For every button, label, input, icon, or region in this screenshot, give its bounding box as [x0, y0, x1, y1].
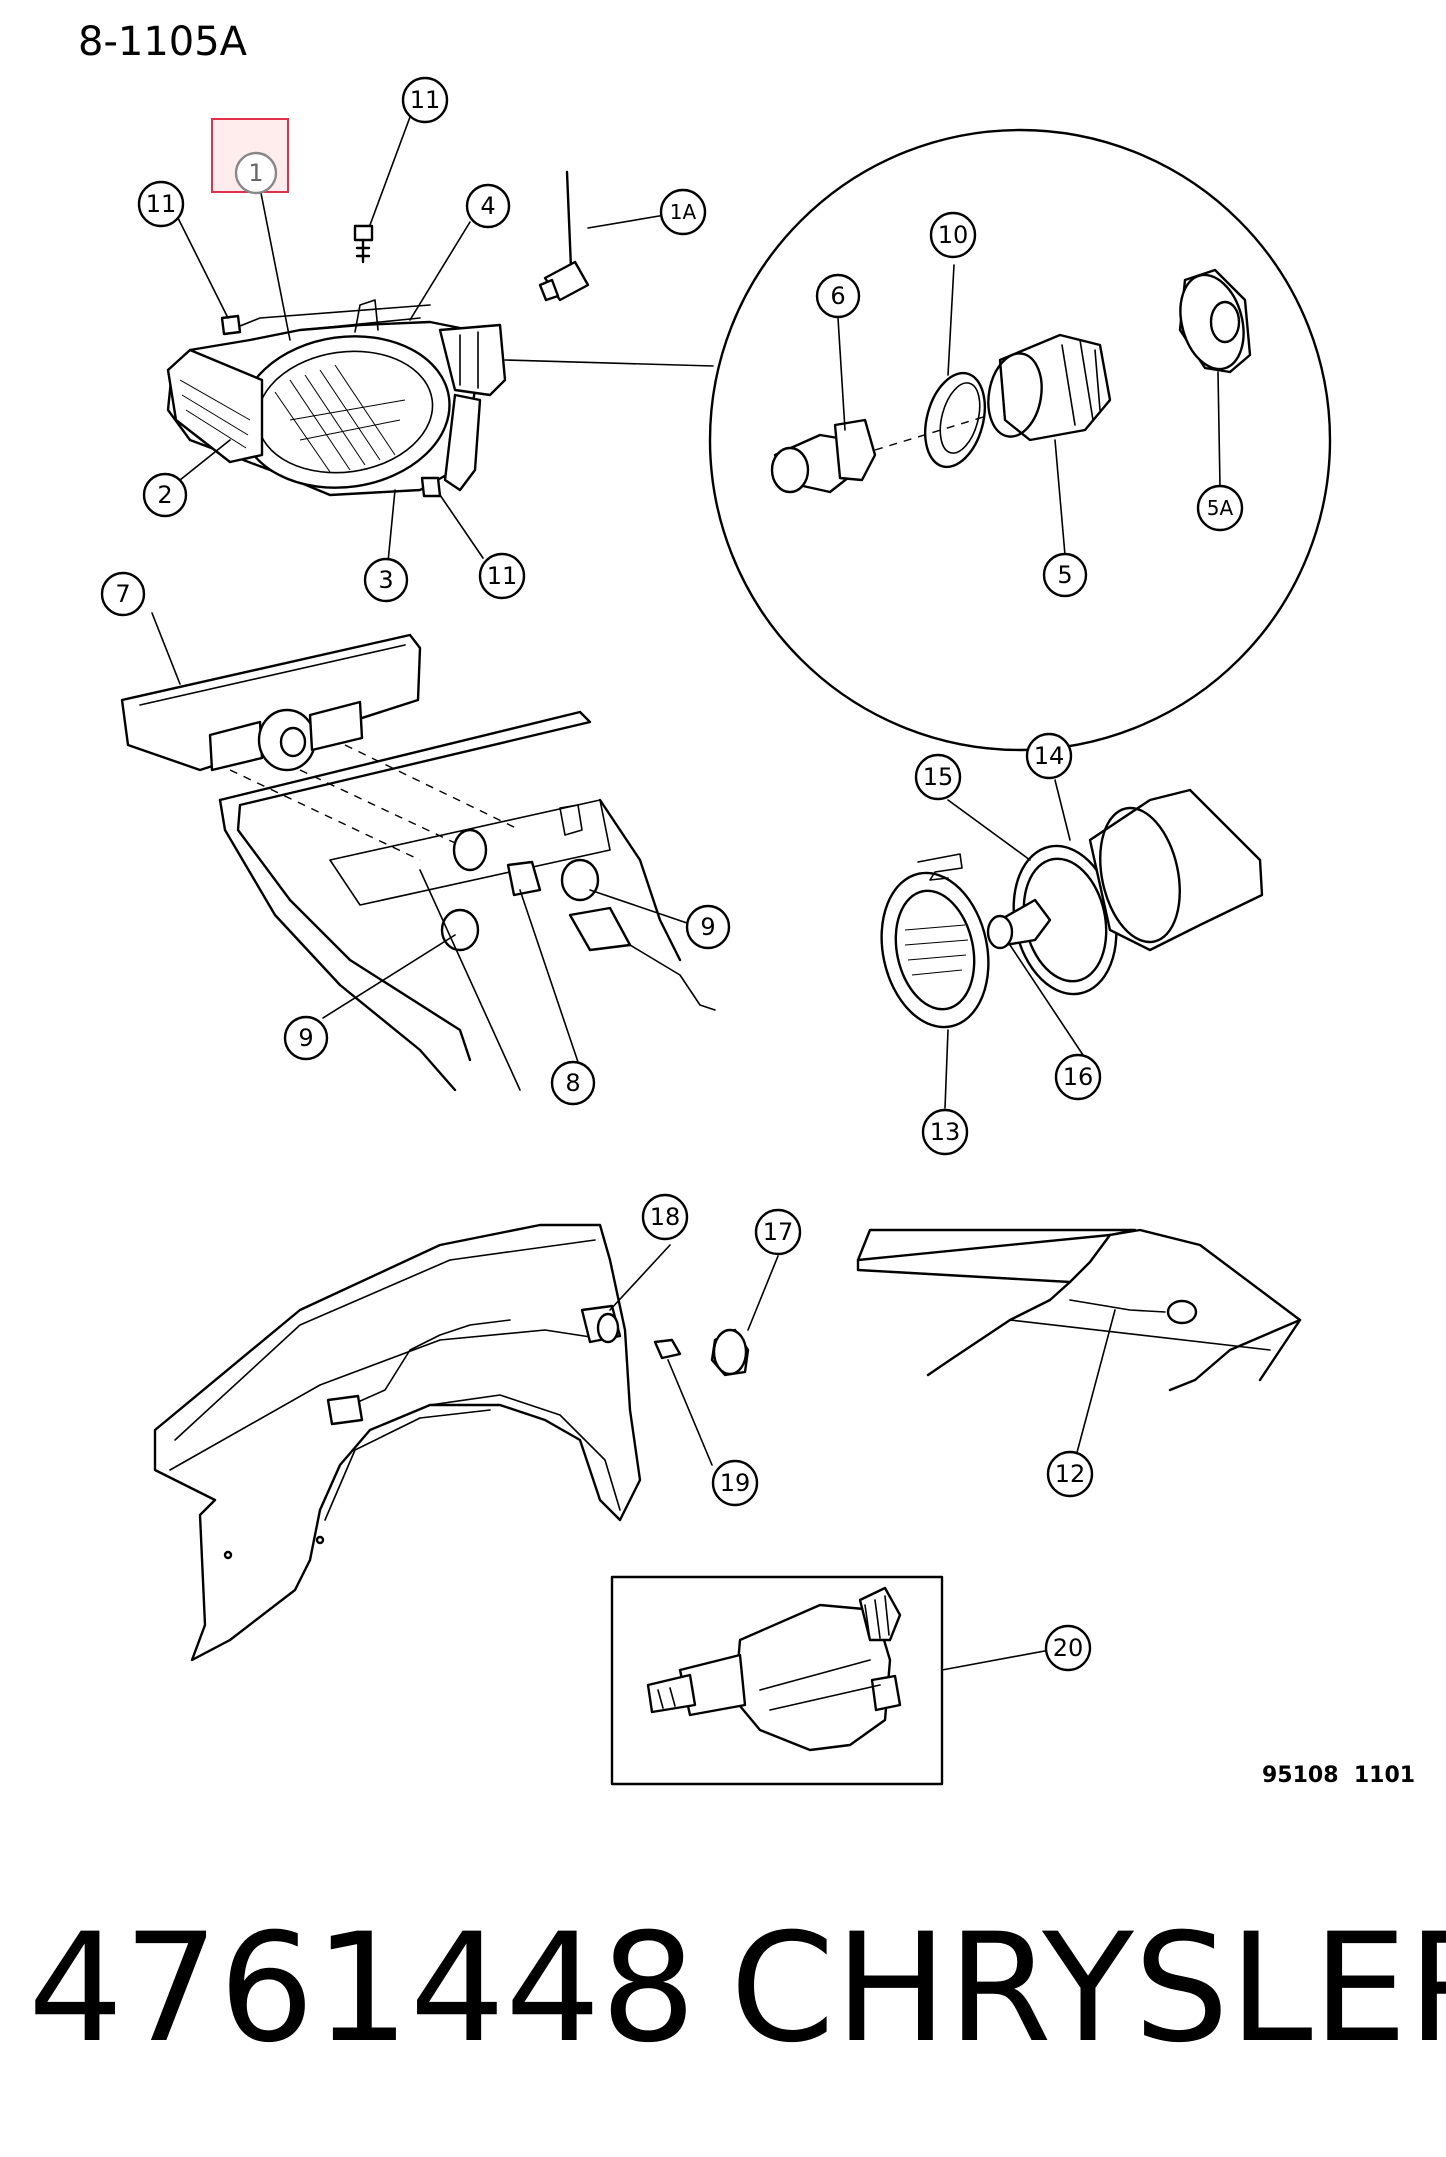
- callout-1a[interactable]: 1A: [659, 188, 707, 236]
- callout-4[interactable]: 4: [465, 183, 511, 229]
- callout-label: 9: [700, 913, 715, 941]
- callout-label: 16: [1063, 1063, 1094, 1091]
- callout-3[interactable]: 3: [363, 557, 409, 603]
- callout-label: 11: [146, 190, 177, 218]
- callout-label: 2: [157, 481, 172, 509]
- callout-label: 19: [720, 1469, 751, 1497]
- callout-12[interactable]: 12: [1046, 1450, 1094, 1498]
- callout-label: 5A: [1207, 496, 1234, 520]
- bulb-detail-circle: [504, 128, 1332, 752]
- callout-label: 17: [763, 1218, 794, 1246]
- callout-2[interactable]: 2: [142, 472, 188, 518]
- callout-label: 14: [1034, 742, 1065, 770]
- callout-8[interactable]: 8: [550, 1060, 596, 1106]
- callout-6[interactable]: 6: [815, 273, 861, 319]
- callout-16[interactable]: 16: [1054, 1053, 1102, 1101]
- part-number: 4761448: [28, 1902, 696, 2076]
- side-marker-lamp-cluster: [880, 788, 1264, 1029]
- callout-label: 3: [378, 566, 393, 594]
- callout-11-left[interactable]: 11: [137, 180, 185, 228]
- callout-15[interactable]: 15: [914, 753, 962, 801]
- callout-label: 13: [930, 1118, 961, 1146]
- callout-9-left[interactable]: 9: [283, 1015, 329, 1061]
- callout-label: 15: [923, 763, 954, 791]
- callout-5[interactable]: 5: [1042, 552, 1088, 598]
- callout-1[interactable]: 1: [234, 151, 278, 195]
- callout-18[interactable]: 18: [641, 1193, 689, 1241]
- drawing-code: 95108 1101: [1262, 1763, 1415, 1788]
- figure-id: 8-1105A: [78, 19, 248, 65]
- callout-label: 11: [410, 86, 441, 114]
- callout-label: 6: [830, 282, 845, 310]
- callout-17[interactable]: 17: [754, 1208, 802, 1256]
- hood-panel-part: [856, 1228, 1302, 1392]
- front-bumper-panel: [120, 633, 716, 1092]
- callout-label: 4: [480, 192, 495, 220]
- callout-7[interactable]: 7: [100, 571, 146, 617]
- callout-label: 11: [487, 562, 518, 590]
- callout-label: 10: [938, 221, 969, 249]
- callout-label: 9: [298, 1024, 313, 1052]
- callout-label: 12: [1055, 1460, 1086, 1488]
- callout-5a[interactable]: 5A: [1196, 484, 1244, 532]
- leveling-motor-inset: [610, 1575, 944, 1786]
- callout-11-bottom[interactable]: 11: [478, 552, 526, 600]
- front-fender-part: [153, 1223, 750, 1662]
- callout-13[interactable]: 13: [921, 1108, 969, 1156]
- callout-14[interactable]: 14: [1025, 732, 1073, 780]
- headlamp-adjuster-part: [538, 170, 590, 302]
- leader-lines: [151, 116, 1221, 1671]
- brand-name: CHRYSLER: [730, 1902, 1446, 2076]
- callout-10[interactable]: 10: [929, 211, 977, 259]
- callout-label: 7: [115, 580, 130, 608]
- headlamp-assembly: [166, 224, 507, 498]
- callout-label: 20: [1053, 1634, 1084, 1662]
- callout-label: 8: [565, 1069, 580, 1097]
- callout-label: 1: [248, 159, 263, 187]
- callout-label: 1A: [670, 200, 697, 224]
- callout-20[interactable]: 20: [1044, 1624, 1092, 1672]
- callout-label: 5: [1057, 561, 1072, 589]
- callout-label: 18: [650, 1203, 681, 1231]
- callout-19[interactable]: 19: [711, 1459, 759, 1507]
- callout-9-right[interactable]: 9: [685, 904, 731, 950]
- callout-11-top[interactable]: 11: [401, 76, 449, 124]
